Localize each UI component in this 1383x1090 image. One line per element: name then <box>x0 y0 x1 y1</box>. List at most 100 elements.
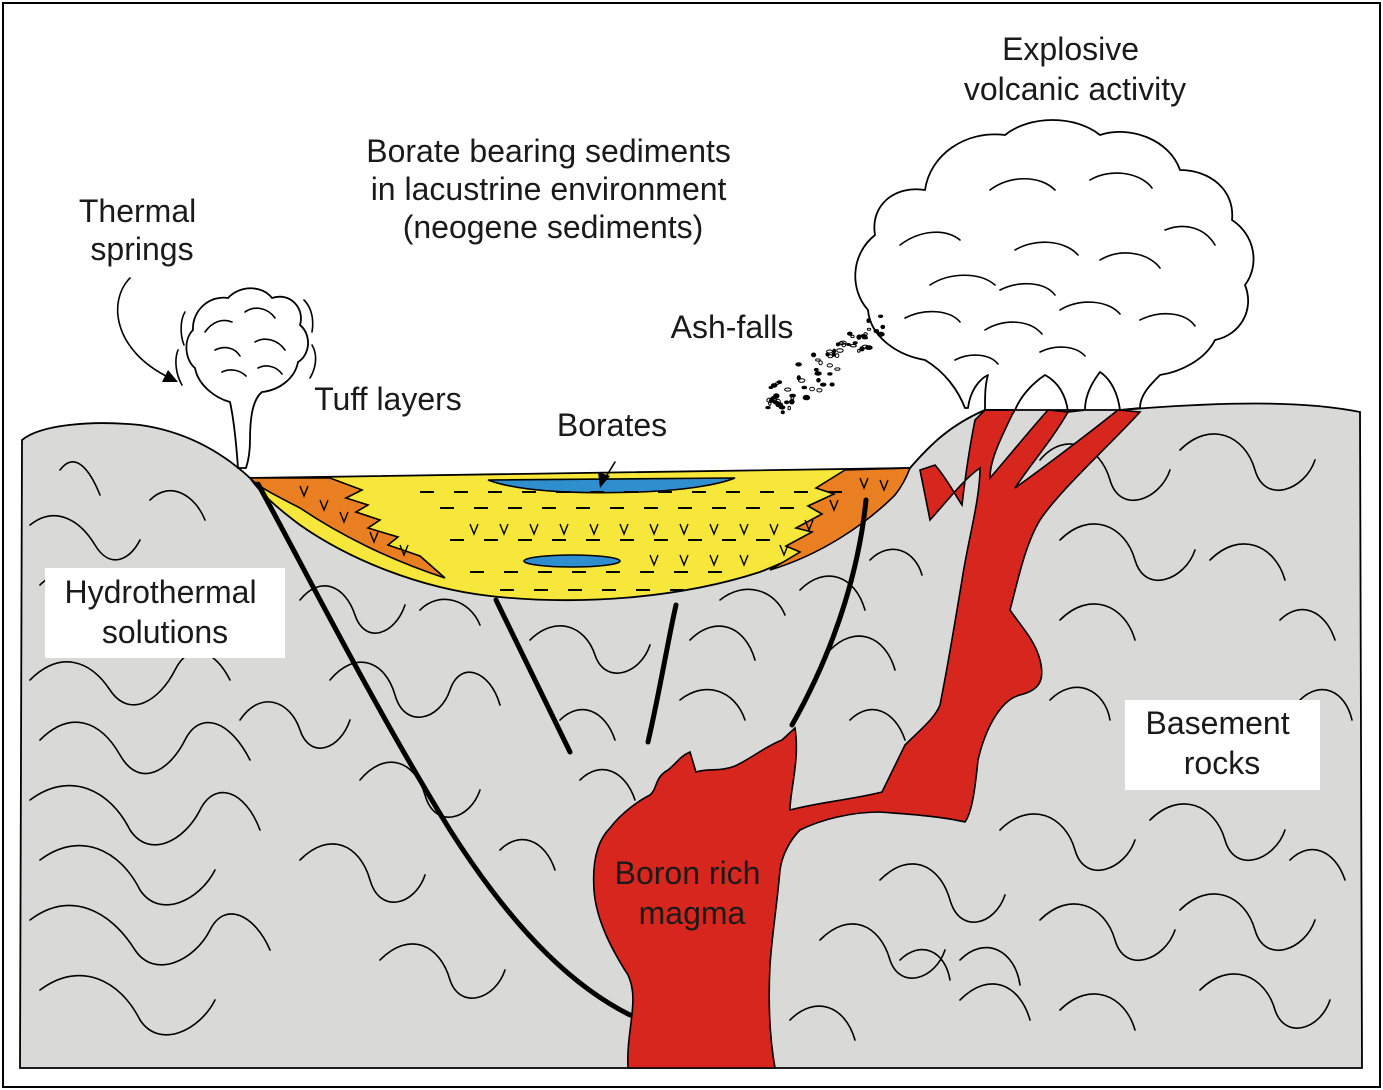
fold-line <box>959 983 1031 1021</box>
tuff-v-symbol <box>779 544 789 557</box>
fold-line <box>819 923 946 979</box>
fold-line <box>679 688 746 721</box>
ash-falls-label: Ash-falls <box>671 309 794 345</box>
tuff-v-symbol <box>299 485 309 498</box>
ash-particle <box>877 331 885 337</box>
fold-line <box>419 598 481 626</box>
fold-line <box>59 461 101 496</box>
ash-particle <box>849 344 857 348</box>
tuff-v-symbol <box>649 554 659 567</box>
ash-particle <box>841 342 847 348</box>
tuff-v-symbol <box>679 554 689 567</box>
fold-line <box>299 585 406 634</box>
fold-line <box>149 489 206 521</box>
folded-rock-pattern <box>29 433 1353 1041</box>
thermal-spring-plume <box>175 287 317 469</box>
tuff-v-symbol <box>649 523 659 536</box>
tuff-layer-left <box>248 477 446 579</box>
ash-particle <box>815 358 821 362</box>
fold-line <box>559 708 616 741</box>
tuff-v-symbol <box>769 523 779 536</box>
fold-line <box>329 661 501 718</box>
fold-line <box>959 946 1021 986</box>
fold-line <box>29 904 271 966</box>
fold-line <box>1179 433 1316 491</box>
tuff-v-symbol <box>339 511 349 524</box>
tuff-layer-right <box>769 467 912 571</box>
fold-line <box>299 843 426 903</box>
tuff-layers-label: Tuff layers <box>314 381 462 417</box>
fold-line <box>869 548 923 576</box>
hydrothermal-label-box <box>45 568 285 658</box>
ash-particle <box>847 331 853 336</box>
fold-line <box>1059 993 1136 1031</box>
ash-particle <box>864 345 873 350</box>
fold-line <box>1289 848 1346 881</box>
tuff-v-symbol <box>739 523 749 536</box>
fault-center <box>645 602 679 745</box>
tuff-v-symbol <box>529 523 539 536</box>
fold-line <box>39 844 216 906</box>
ash-particle <box>813 367 819 372</box>
fold-line <box>999 813 1136 871</box>
ash-particle <box>834 367 841 371</box>
ash-particle <box>790 396 795 400</box>
fold-line <box>359 761 481 818</box>
fold-line <box>1059 603 1136 641</box>
ash-particle <box>880 324 886 330</box>
tuff-v-symbol <box>709 523 719 536</box>
ash-particle <box>835 342 840 347</box>
fold-line <box>1039 903 1176 961</box>
eruption-cloud <box>854 119 1255 413</box>
fold-line <box>1209 543 1286 581</box>
fold-line <box>1279 608 1336 641</box>
ash-particle <box>816 388 823 393</box>
fold-line <box>239 701 351 749</box>
ash-particle <box>768 398 775 403</box>
ash-particle <box>796 375 801 381</box>
ash-particle <box>846 343 851 346</box>
ash-particle <box>773 393 780 399</box>
ash-particle <box>866 327 872 331</box>
fold-line <box>579 768 636 801</box>
ash-particle <box>770 383 778 388</box>
ash-particle <box>789 399 795 405</box>
ash-particle <box>866 318 871 324</box>
borate-lens-upper <box>487 477 736 494</box>
borate-sediments-label: Borate bearing sediments in lacustrine e… <box>366 133 740 245</box>
fold-line <box>379 943 506 999</box>
fold-line <box>1199 973 1331 1029</box>
ash-particle <box>809 386 815 392</box>
thermal-springs-arrowhead <box>162 370 178 382</box>
fold-line <box>1299 688 1353 721</box>
tuff-v-symbol <box>804 519 814 532</box>
ash-particle <box>816 378 821 383</box>
ash-particle <box>873 329 880 334</box>
tuff-v-symbol <box>559 523 569 536</box>
fold-line <box>789 1005 856 1041</box>
ash-particle <box>861 344 869 349</box>
fold-line <box>899 948 951 981</box>
fold-line <box>829 635 896 671</box>
borates-arrowhead <box>598 472 610 488</box>
ash-particle <box>787 405 792 411</box>
fold-line <box>39 974 216 1036</box>
ash-particle <box>797 378 806 383</box>
fold-line <box>719 588 786 616</box>
ash-particle <box>834 353 840 359</box>
ash-particle <box>827 354 834 359</box>
thermal-springs-pointer <box>116 277 171 379</box>
ash-particle <box>801 385 808 390</box>
tuff-v-symbol <box>679 523 689 536</box>
ash-particle <box>818 360 823 366</box>
ash-particle <box>857 349 861 353</box>
ash-particle <box>784 387 792 392</box>
tuff-v-symbol <box>829 499 839 512</box>
ash-particle <box>784 400 790 405</box>
explosive-activity-label: Explosive volcanic activity <box>964 31 1186 107</box>
boron-rich-magma <box>592 409 1142 1069</box>
boron-rich-magma-label: Boron rich magma <box>615 855 770 931</box>
tuff-v-symbol <box>499 523 509 536</box>
fold-line <box>39 721 251 775</box>
ash-particle <box>765 406 771 410</box>
